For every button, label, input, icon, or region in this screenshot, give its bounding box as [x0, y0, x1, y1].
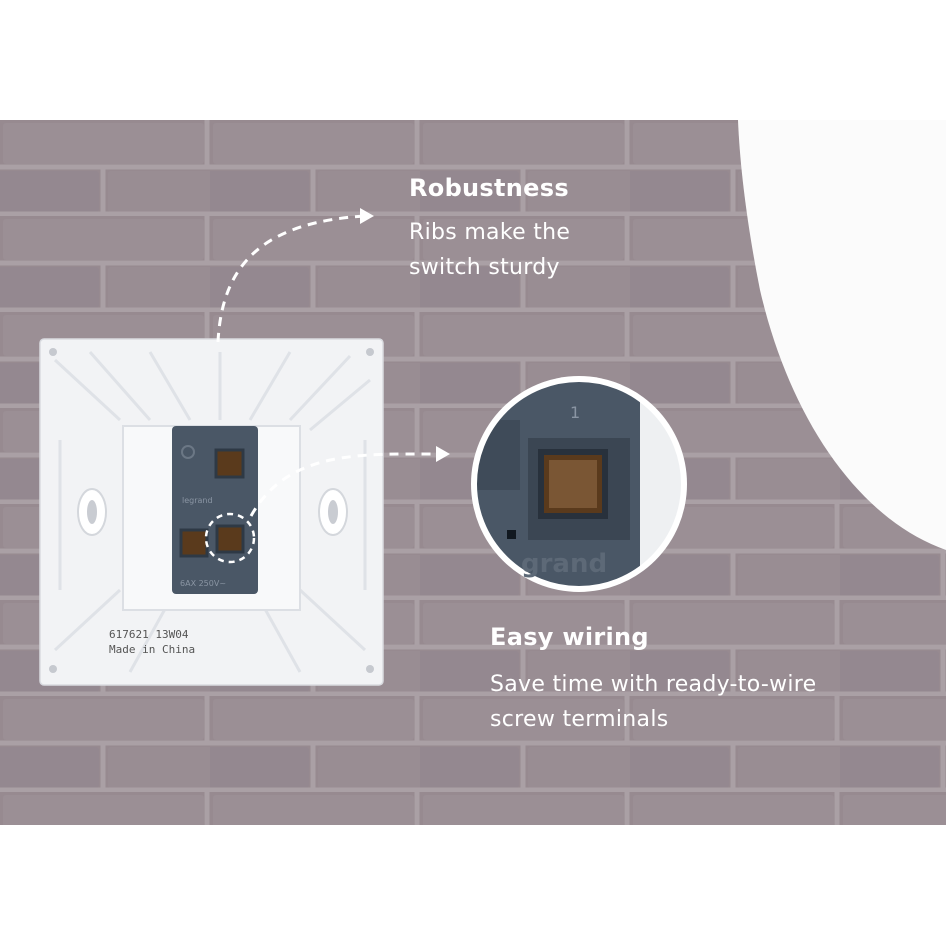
model-code-marking: 617621 13W04: [109, 628, 189, 641]
easy-wiring-title: Easy wiring: [490, 623, 649, 651]
robustness-description: Ribs make the switch sturdy: [409, 215, 570, 285]
easy-wiring-description: Save time with ready-to-wire screw termi…: [490, 667, 817, 737]
terminal-zoom-circle: [471, 376, 687, 592]
white-corner-curve: [738, 120, 946, 550]
zoom-brand-marking: grand: [521, 549, 607, 579]
wiring-arrow: [249, 452, 441, 517]
switch-plate: [39, 338, 384, 686]
robustness-line-1: Ribs make the: [409, 220, 571, 245]
wiring-line-1: Save time with ready-to-wire: [490, 672, 817, 697]
robustness-title: Robustness: [409, 174, 569, 202]
switch-back-photo: 617621 13W04 Made in China legrand 6AX 2…: [0, 120, 946, 825]
terminal-number-marking: 1: [570, 403, 580, 422]
module-brand-marking: legrand: [182, 496, 213, 505]
robustness-arrow: [216, 214, 366, 343]
robustness-line-2: switch sturdy: [409, 255, 560, 280]
rating-marking: 6AX 250V~: [180, 579, 226, 588]
wiring-line-2: screw terminals: [490, 707, 669, 732]
origin-marking: Made in China: [109, 643, 195, 656]
